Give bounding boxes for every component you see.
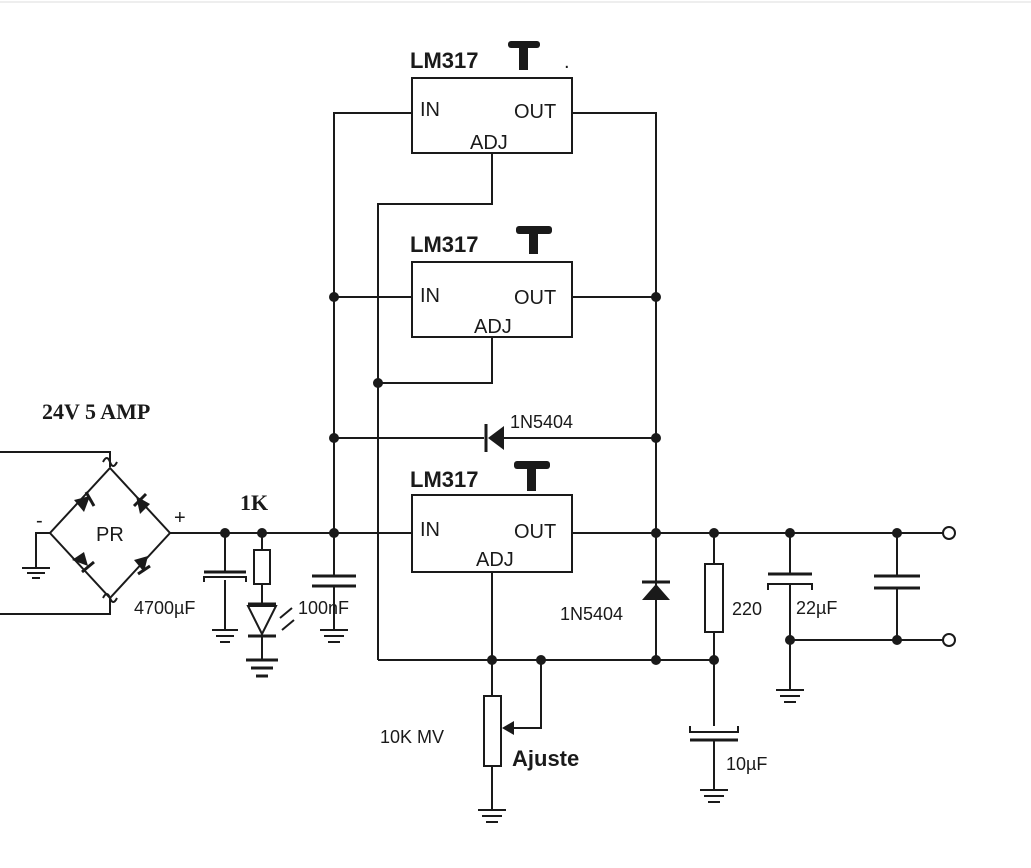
resistor-icon bbox=[253, 528, 271, 604]
regulator-2: LM317 IN OUT ADJ bbox=[410, 226, 573, 338]
c-bulk-label: 4700µF bbox=[134, 598, 195, 618]
regulator-1-in: IN bbox=[420, 99, 440, 121]
regulator-2-in: IN bbox=[420, 285, 440, 307]
regulator-2-adj: ADJ bbox=[474, 316, 512, 338]
bridge-plus-label: + bbox=[174, 507, 186, 529]
capacitor-icon bbox=[203, 528, 247, 643]
capacitor-icon bbox=[312, 528, 356, 643]
capacitor-icon bbox=[689, 726, 739, 803]
top-dot: . bbox=[564, 51, 570, 73]
regulator-3-adj: ADJ bbox=[476, 549, 514, 571]
transformer-box bbox=[0, 451, 111, 615]
led-icon bbox=[246, 602, 295, 678]
heatsink-icon bbox=[516, 226, 552, 254]
diode-top-label: 1N5404 bbox=[510, 412, 573, 432]
pot-label: 10K MV bbox=[380, 727, 444, 747]
terminal-icon[interactable] bbox=[942, 526, 956, 540]
bridge-label: PR bbox=[96, 524, 124, 546]
output-bus bbox=[572, 112, 657, 660]
regulator-3-in: IN bbox=[420, 519, 440, 541]
regulator-2-out: OUT bbox=[514, 287, 556, 309]
regulator-1-out: OUT bbox=[514, 101, 556, 123]
diode-icon bbox=[642, 580, 670, 600]
regulator-1-adj: ADJ bbox=[470, 132, 508, 154]
regulator-1-name: LM317 bbox=[410, 48, 478, 73]
bridge-rectifier-icon: PR - + bbox=[36, 457, 186, 603]
regulator-3-name: LM317 bbox=[410, 467, 478, 492]
c-in-label: 100nF bbox=[298, 598, 349, 618]
heatsink-icon bbox=[508, 41, 540, 70]
supply-label: 24V 5 AMP bbox=[42, 399, 150, 424]
r-220-label: 220 bbox=[732, 599, 762, 619]
terminal-icon[interactable] bbox=[942, 633, 956, 647]
input-bus bbox=[333, 112, 412, 533]
bridge-minus-label: - bbox=[36, 510, 43, 532]
ground-icon bbox=[22, 567, 50, 579]
capacitor-icon bbox=[767, 528, 813, 703]
potentiometer-icon bbox=[478, 660, 542, 823]
adjust-label: Ajuste bbox=[512, 746, 579, 771]
r-led-label: 1K bbox=[240, 490, 268, 515]
diode-side-label: 1N5404 bbox=[560, 604, 623, 624]
c-10-label: 10µF bbox=[726, 754, 767, 774]
adj-bus bbox=[377, 153, 493, 660]
resistor-icon bbox=[704, 528, 724, 726]
regulator-3-out: OUT bbox=[514, 521, 556, 543]
regulator-3: LM317 IN OUT ADJ bbox=[410, 461, 573, 573]
regulator-2-name: LM317 bbox=[410, 232, 478, 257]
diode-icon bbox=[334, 424, 656, 452]
c-22-label: 22µF bbox=[796, 598, 837, 618]
heatsink-icon bbox=[514, 461, 550, 491]
capacitor-icon bbox=[874, 528, 920, 645]
regulator-1: LM317 . IN OUT ADJ bbox=[410, 41, 573, 154]
